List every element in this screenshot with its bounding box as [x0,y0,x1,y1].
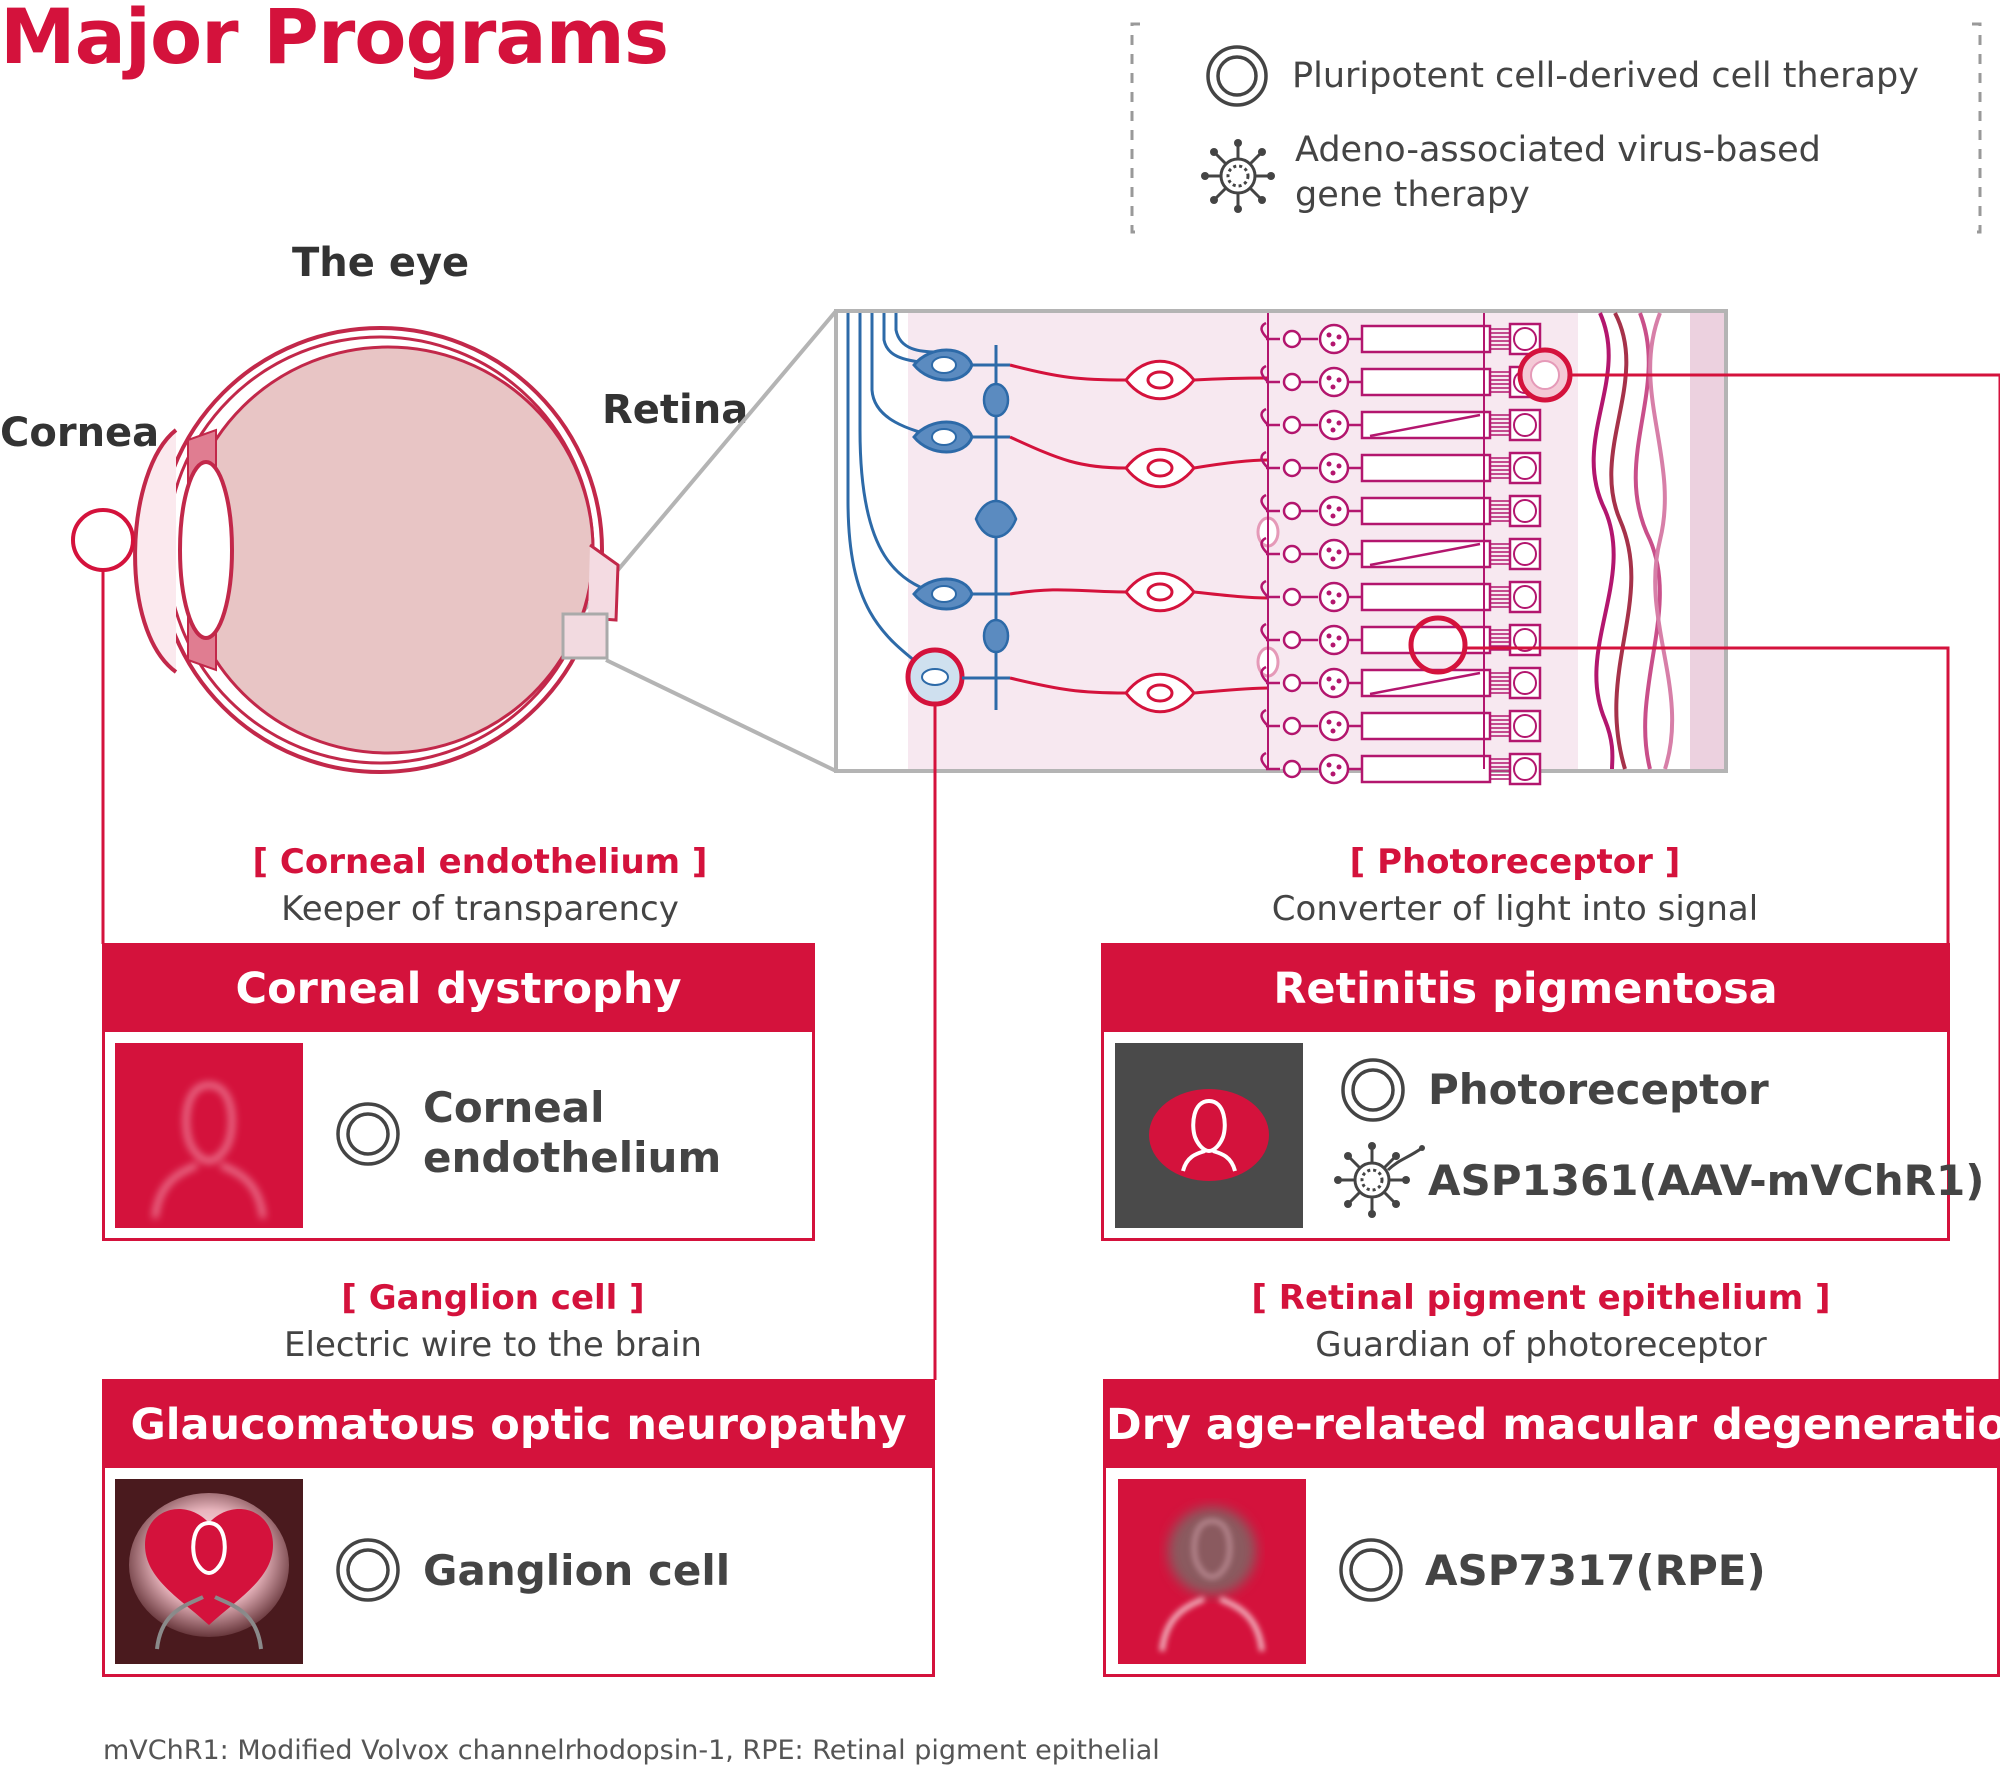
photoreceptor-cell-icon [1341,1058,1405,1122]
legend-frame [1130,22,1982,234]
blurred-person-tile [115,1043,303,1228]
asp1361-virus-icon [1334,1142,1425,1218]
ganglion-section-subtitle: Electric wire to the brain [284,1325,702,1365]
zoom-line-top [578,309,838,617]
legend-frame-border [1130,22,1982,234]
ganglion-cell-icon [336,1538,400,1602]
rpe-section-subtitle: Guardian of photoreceptor [1315,1325,1767,1365]
photoreceptor-item2: ASP1361(AAV-mVChR1) [1428,1156,1985,1205]
central-person-tile [1115,1043,1303,1228]
legend-gene-therapy-line2: gene therapy [1295,175,1530,215]
photoreceptor-section-subtitle: Converter of light into signal [1271,889,1759,929]
retinitis-pigmentosa-header: Retinitis pigmentosa [1104,946,1947,1032]
ganglion-item1: Ganglion cell [423,1546,731,1595]
gene-therapy-virus-icon [1201,139,1275,213]
photoreceptor-rows [1260,313,1542,786]
eye-title-label: The eye [292,240,470,286]
cornea-highlight-circle [71,508,135,572]
rpe-item1: ASP7317(RPE) [1425,1546,1766,1595]
corneal-section-tag: [ Corneal endothelium ] [252,842,708,882]
connector-lines [101,373,2000,1380]
footnote: mVChR1: Modified Volvox channelrhodopsin… [103,1735,1160,1766]
photoreceptor-item1: Photoreceptor [1428,1065,1769,1114]
zoom-line-bottom [605,658,837,773]
corneal-dystrophy-header: Corneal dystrophy [105,946,812,1032]
page-title: Major Programs [0,0,669,81]
retina-label: Retina [602,387,749,433]
eyeball [133,326,620,774]
cell-therapy-icon [1206,45,1268,107]
corneal-item-line2: endothelium [423,1133,722,1182]
cornea-label: Cornea [0,410,160,456]
dry-amd-person-tile [1118,1479,1306,1664]
retina-enlargement [834,309,1728,786]
ganglion-section-tag: [ Ganglion cell ] [341,1278,645,1318]
glaucomatous-header: Glaucomatous optic neuropathy [105,1382,932,1468]
corneal-cell-icon [336,1102,400,1166]
rpe-cell-icon [1339,1538,1403,1602]
legend-cell-therapy-text: Pluripotent cell-derived cell therapy [1292,56,1919,96]
rpe-section-tag: [ Retinal pigment epithelium ] [1251,1278,1831,1318]
legend-gene-therapy-line1: Adeno-associated virus-based [1295,130,1821,170]
corneal-section-subtitle: Keeper of transparency [281,889,679,929]
dry-amd-header: Dry age-related macular degeneration [1106,1382,2000,1468]
corneal-item-line1: Corneal [423,1083,605,1132]
glaucoma-person-tile [115,1479,303,1664]
photoreceptor-section-tag: [ Photoreceptor ] [1349,842,1681,882]
